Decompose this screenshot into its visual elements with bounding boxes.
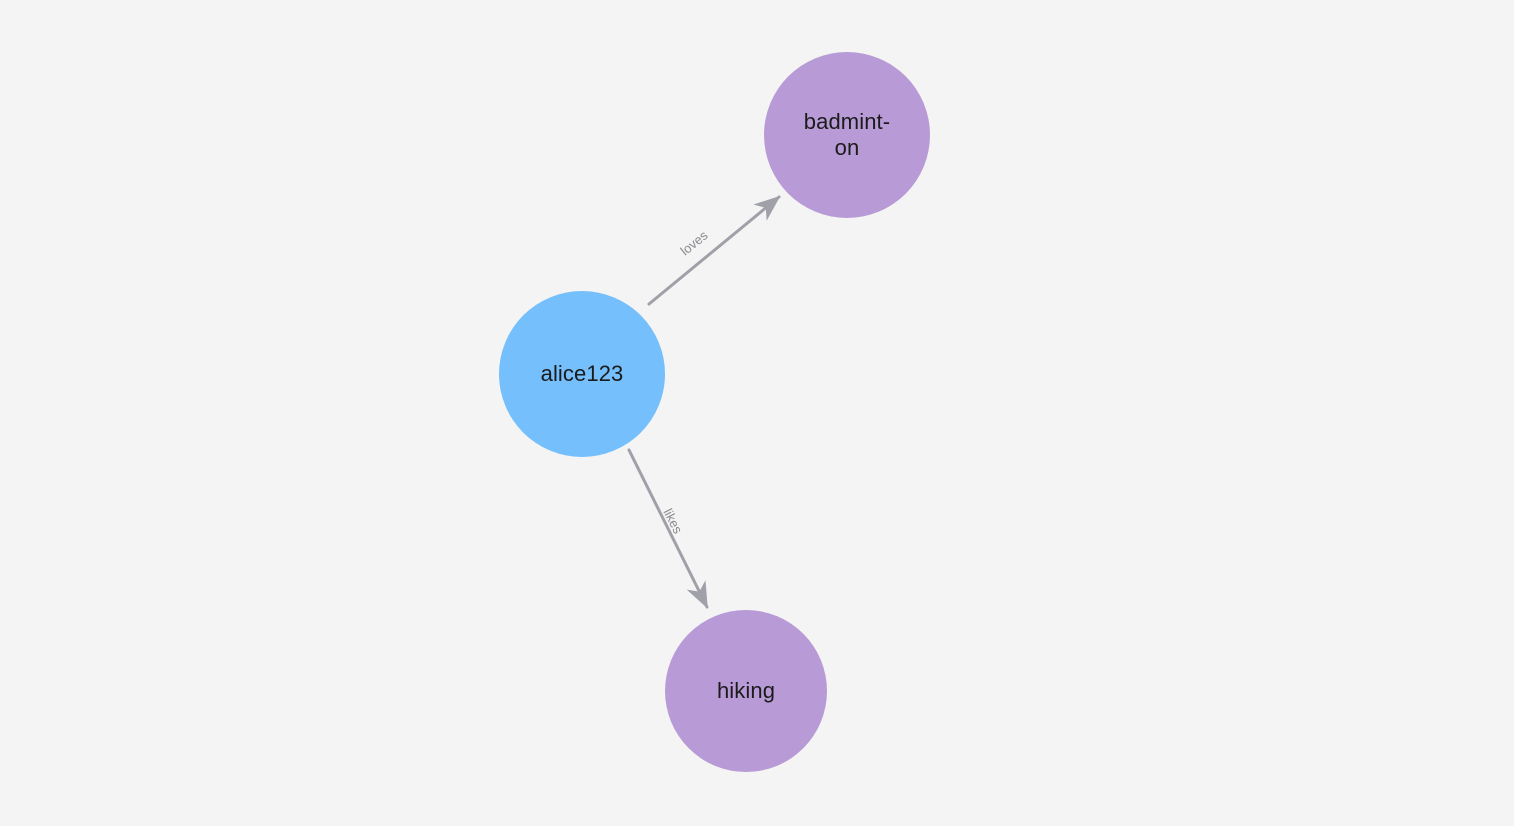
edge-line-likes[interactable] [627,448,709,609]
graph-node-badminton[interactable]: badmint- on [764,52,930,218]
graph-node-label-hiking: hiking [716,678,776,703]
graph-node-label-alice123: alice123 [540,361,624,386]
graph-node-alice123[interactable]: alice123 [499,291,665,457]
edge-line-loves[interactable] [647,195,781,306]
graph-node-label-badminton: badmint- on [803,109,891,160]
graph-node-hiking[interactable]: hiking [665,610,827,772]
